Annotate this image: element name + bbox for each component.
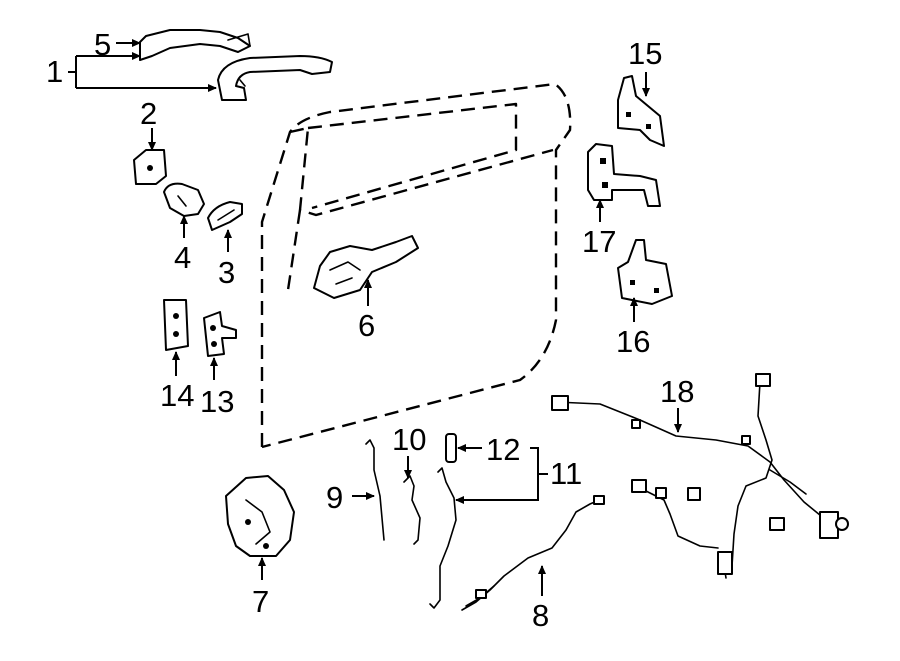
callout-13: 13 [200, 384, 234, 419]
callout-7: 7 [252, 584, 269, 619]
callout-15: 15 [628, 36, 662, 71]
callout-17: 17 [582, 224, 616, 259]
cylinder-cover-part [133, 149, 167, 185]
handle-rod-part [429, 467, 457, 609]
rod-clip-part [403, 475, 421, 545]
callout-4: 4 [174, 240, 191, 275]
callout-14: 14 [160, 378, 194, 413]
striker-plate-part [163, 299, 189, 351]
door-outline [260, 82, 572, 449]
callout-6: 6 [358, 308, 375, 343]
callout-2: 2 [140, 96, 157, 131]
lock-rod-part [365, 439, 385, 541]
upper-hinge-part [617, 75, 665, 147]
callout-5: 5 [94, 27, 111, 62]
inside-handle-assembly-part [313, 235, 419, 299]
outside-handle-part [217, 55, 333, 101]
callout-8: 8 [532, 598, 549, 633]
callout-3: 3 [218, 255, 235, 290]
release-cable-part [461, 495, 605, 611]
pin-part [445, 433, 457, 463]
door-latch-part [225, 475, 295, 557]
striker-part [203, 311, 237, 357]
callout-9: 9 [326, 480, 343, 515]
leader-lines [68, 39, 682, 596]
callout-16: 16 [616, 324, 650, 359]
callout-18: 18 [660, 374, 694, 409]
callout-12: 12 [486, 432, 520, 467]
callout-11: 11 [550, 456, 582, 491]
wiring-harness-part [551, 373, 849, 579]
lock-cylinder-part [163, 182, 205, 217]
lower-hinge-part [617, 239, 673, 305]
handle-bracket-part [139, 29, 251, 61]
callout-1: 1 [46, 54, 63, 89]
callout-10: 10 [392, 422, 426, 457]
inside-handle-part [207, 201, 243, 231]
callout-labels: 1 2 3 4 5 6 7 8 9 10 11 12 13 14 15 16 1… [46, 27, 694, 633]
check-link-part [587, 143, 661, 207]
